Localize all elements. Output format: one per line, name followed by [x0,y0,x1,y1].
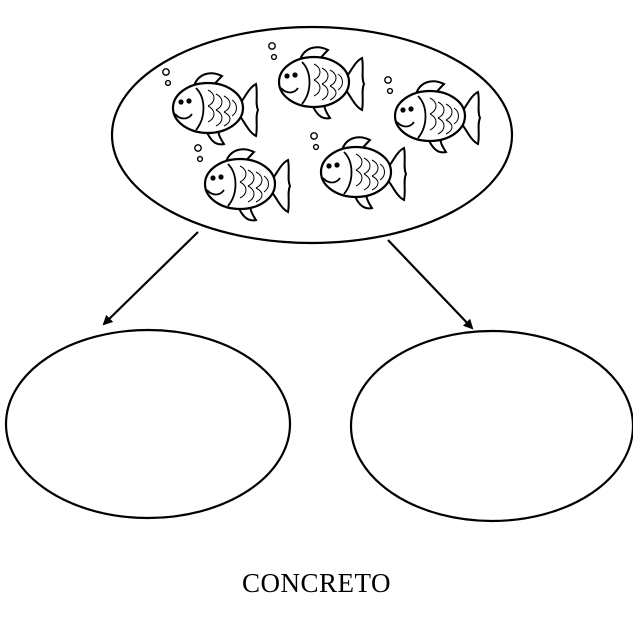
fish-group-ellipse [110,25,514,245]
fish-icon [309,131,408,210]
caption-text: CONCRETO [241,568,392,598]
fish-icon [193,143,292,222]
left-empty-ellipse [4,328,292,520]
left-arrow [102,231,199,326]
fish-icon [267,41,366,120]
fish-icon [383,75,482,154]
right-arrow [387,239,474,330]
fish-icon [161,67,260,146]
right-empty-ellipse [349,329,633,523]
